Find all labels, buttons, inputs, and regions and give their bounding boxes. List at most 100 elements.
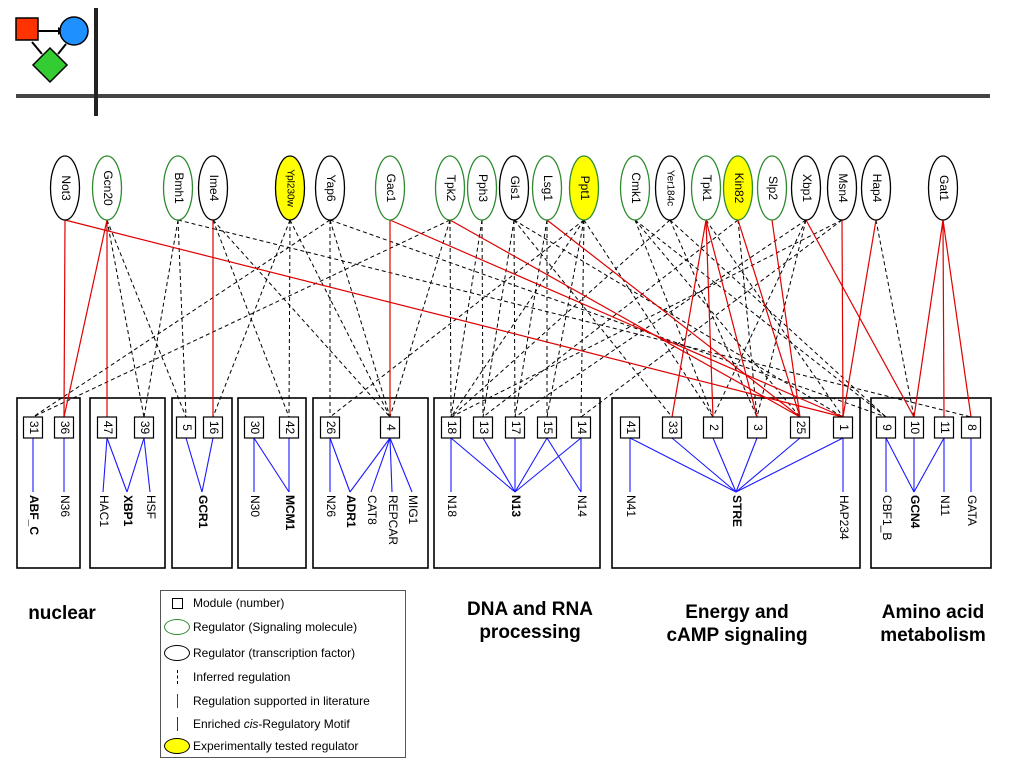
motif-edge-11-GCN4 (913, 437, 945, 493)
module-group-box-g-stre (611, 397, 861, 569)
regulator-Cmk1: Cmk1 (619, 155, 651, 221)
motif-edge-15-N14 (546, 437, 582, 493)
motif-N18: N18 (445, 495, 459, 517)
module-39: 39 (133, 416, 155, 439)
module-box (933, 416, 955, 439)
inferred-edge-Bmh1-39 (143, 219, 179, 418)
inferred-edge-Cmk1-25 (634, 219, 801, 418)
module-47: 47 (96, 416, 118, 439)
edges (32, 219, 972, 493)
module-number: 8 (965, 424, 979, 431)
module-11: 11 (933, 416, 955, 439)
inferred-edge-Xbp1-17 (514, 219, 807, 418)
legend-tf-label: Regulator (transcription factor) (193, 646, 356, 660)
motif-edge-47-XBP1 (106, 437, 128, 493)
legend-tested-label: Experimentally tested regulator (193, 739, 359, 753)
module-box (96, 416, 118, 439)
inferred-edge-Yap6-31 (32, 219, 331, 418)
inferred-edge-Tpk2-4 (389, 219, 451, 418)
module-5: 5 (175, 416, 197, 439)
module-box (22, 416, 44, 439)
regulator-ellipse (434, 155, 466, 221)
module-group-box-g-adr1 (312, 397, 429, 569)
inferred-edge-Pph3-13 (481, 219, 484, 418)
inferred-edge-Xbp1-2 (712, 219, 807, 418)
regulator-Slp2: Slp2 (756, 155, 788, 221)
module-2: 2 (702, 416, 724, 439)
regulator-label: Yap6 (324, 174, 338, 201)
module-26: 26 (319, 416, 341, 439)
category-amino-line2: metabolism (880, 625, 986, 646)
motif-edge-3-STRE (735, 437, 758, 493)
module-number: 9 (880, 424, 894, 431)
inferred-edge-Ppt1-15 (546, 219, 585, 418)
inferred-edge-Tpk2-18 (449, 219, 452, 418)
regulator-label: Lsg1 (541, 175, 555, 201)
module-box (746, 416, 768, 439)
regulator-ellipse (274, 155, 306, 221)
module-group-box-g-gcr1 (171, 397, 233, 569)
module-13: 13 (472, 416, 494, 439)
motif-edge-1-STRE (735, 437, 844, 493)
legend-inferred-label: Inferred regulation (193, 670, 291, 684)
inferred-edge-Ppt1-2 (583, 219, 714, 418)
regulator-Kin82: Kin82 (722, 155, 754, 221)
module-box (379, 416, 401, 439)
literature-edge-Hap4-1 (842, 219, 877, 418)
motif-edge-15-N13 (514, 437, 548, 493)
inferred-edge-Kin82-13 (482, 219, 739, 418)
regulator-Gat1: Gat1 (927, 155, 959, 221)
literature-edge-Kin82-25 (737, 219, 801, 418)
inferred-edge-Gis1-1 (513, 219, 844, 418)
module-number: 2 (707, 424, 721, 431)
logo-arrow-square-diamond (31, 41, 43, 55)
module-group-box-g-xbp1 (89, 397, 166, 569)
regulator-ellipse (531, 155, 563, 221)
module-group-box-g-n13 (433, 397, 601, 569)
module-number: 14 (575, 421, 589, 435)
regulator-label: Slp2 (766, 176, 780, 200)
motif-edge-9-GCN4 (885, 437, 915, 493)
regulator-label: Bmh1 (172, 172, 186, 204)
module-8: 8 (960, 416, 982, 439)
module-box (536, 416, 558, 439)
regulator-label: Not3 (59, 175, 73, 201)
module-box (504, 416, 526, 439)
motif-edge-25-STRE (735, 437, 801, 493)
module-number: 16 (207, 421, 221, 435)
module-number: 5 (180, 424, 194, 431)
regulator-Gac1: Gac1 (374, 155, 406, 221)
regulator-label: Gcn20 (101, 170, 115, 206)
regulator-label: Yer184c (664, 170, 675, 206)
motif-edge-33-STRE (671, 437, 737, 493)
regulator-ellipse (927, 155, 959, 221)
logo-circle-icon (59, 16, 89, 46)
regulator-Xbp1: Xbp1 (790, 155, 822, 221)
module-number: 36 (58, 421, 72, 435)
legend-row-tf: Regulator (transcription factor) (161, 643, 355, 663)
module-number: 18 (445, 421, 459, 435)
module-41: 41 (619, 416, 641, 439)
regulator-ellipse (826, 155, 858, 221)
module-33: 33 (661, 416, 683, 439)
category-energy-line2: cAMP signaling (666, 625, 808, 646)
regulator-label: Gac1 (384, 174, 398, 203)
module-number: 17 (509, 421, 523, 435)
inferred-edge-Ypl230w-4 (289, 219, 391, 418)
inferred-edge-Yap6-9 (329, 219, 887, 418)
literature-edge-Gat1-10 (913, 219, 944, 418)
inferred-edge-Gis1-17 (513, 219, 516, 418)
category-energy-camp: Energy and cAMP signaling (632, 601, 842, 647)
module-number: 13 (477, 421, 491, 435)
inferred-edge-Ppt1-14 (580, 219, 585, 418)
legend-row-signaling: Regulator (Signaling molecule) (161, 617, 357, 637)
module-box (903, 416, 925, 439)
regulator-Hap4: Hap4 (860, 155, 892, 221)
module-number: 47 (101, 421, 115, 435)
blue-line-icon (176, 717, 178, 731)
regulator-Ypl230w: Ypl230w (274, 155, 306, 221)
regulator-Ime4: Ime4 (197, 155, 229, 221)
literature-edge-Slp2-25 (771, 219, 801, 418)
literature-edge-Msn4-1 (841, 219, 844, 418)
